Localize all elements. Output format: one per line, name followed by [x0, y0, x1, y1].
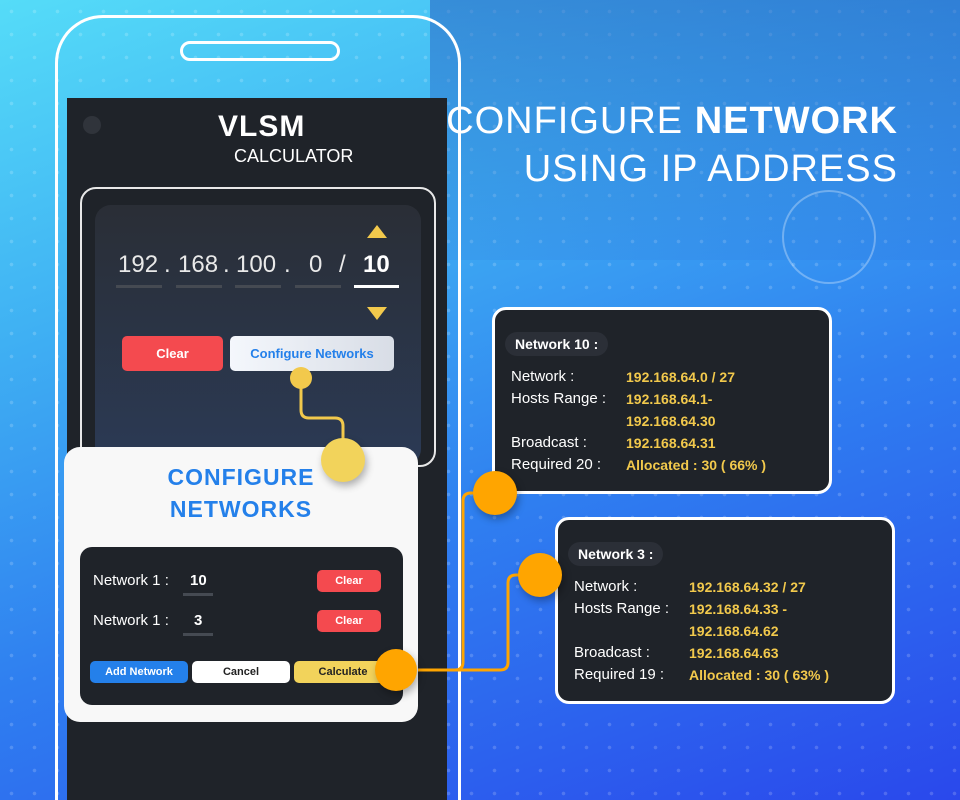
result-title: Network 10 :	[505, 332, 609, 356]
clear-button[interactable]: Clear	[122, 336, 223, 371]
calculate-button[interactable]: Calculate	[294, 661, 392, 683]
headline-line2: USING IP ADDRESS	[523, 148, 898, 190]
allocated-value: Allocated : 30 ( 66% )	[626, 457, 767, 473]
hosts-start: 192.168.64.1-	[626, 391, 713, 407]
headline-bold: NETWORK	[694, 100, 898, 142]
prefix-input[interactable]: 10	[363, 251, 390, 278]
dot-separator: .	[284, 251, 291, 278]
network-row-label: Network 1 :	[93, 612, 169, 629]
hosts-label: Hosts Range :	[511, 390, 607, 407]
headline-line1: CONFIGURE NETWORK	[446, 100, 898, 143]
increment-arrow-icon[interactable]	[367, 225, 387, 238]
underline	[183, 593, 213, 596]
octet-1[interactable]: 192	[118, 251, 159, 278]
result-title: Network 3 :	[568, 542, 664, 566]
network-hosts-input[interactable]: 3	[194, 612, 203, 629]
network-row-label: Network 1 :	[93, 572, 169, 589]
connector-dot	[518, 553, 562, 597]
row-clear-button[interactable]: Clear	[317, 570, 381, 592]
dialog-title-line2: NETWORKS	[169, 496, 313, 522]
input-panel	[95, 205, 421, 465]
dot-separator: .	[223, 251, 230, 278]
app-title: VLSM	[218, 110, 306, 143]
underline	[183, 633, 213, 636]
decor-circle	[782, 190, 876, 284]
result-card-network-10: Network 10 : Network : 192.168.64.0 / 27…	[492, 307, 832, 494]
connector-dot	[473, 471, 517, 515]
underline	[116, 285, 162, 288]
network-value: 192.168.64.0 / 27	[626, 369, 735, 385]
network-hosts-input[interactable]: 10	[190, 572, 207, 589]
connector-dot	[375, 649, 417, 691]
hosts-end: 192.168.64.30	[626, 413, 716, 429]
underline-active	[354, 285, 399, 288]
cancel-button[interactable]: Cancel	[192, 661, 290, 683]
phone-frame	[55, 15, 461, 800]
slash-separator: /	[339, 251, 346, 278]
network-label: Network :	[574, 578, 638, 595]
app-subtitle: CALCULATOR	[234, 146, 354, 166]
result-card-network-3: Network 3 : Network : 192.168.64.32 / 27…	[555, 517, 895, 704]
required-label: Required 20 :	[511, 456, 602, 473]
hosts-label: Hosts Range :	[574, 600, 670, 617]
connector-dot	[321, 438, 365, 482]
network-value: 192.168.64.32 / 27	[689, 579, 806, 595]
octet-2[interactable]: 168	[178, 251, 219, 278]
headline-light: CONFIGURE	[446, 100, 684, 142]
camera-icon	[83, 116, 101, 134]
underline	[176, 285, 222, 288]
broadcast-value: 192.168.64.63	[689, 645, 779, 661]
octet-3[interactable]: 100	[236, 251, 277, 278]
dialog-title-line1: CONFIGURE	[167, 464, 315, 490]
underline	[235, 285, 281, 288]
add-network-button[interactable]: Add Network	[90, 661, 188, 683]
hosts-start: 192.168.64.33 -	[689, 601, 788, 617]
row-clear-button[interactable]: Clear	[317, 610, 381, 632]
decrement-arrow-icon[interactable]	[367, 307, 387, 320]
network-label: Network :	[511, 368, 575, 385]
allocated-value: Allocated : 30 ( 63% )	[689, 667, 830, 683]
required-label: Required 19 :	[574, 666, 665, 683]
octet-4[interactable]: 0	[309, 251, 323, 278]
connector-dot	[290, 367, 312, 389]
broadcast-label: Broadcast :	[511, 434, 587, 451]
dot-separator: .	[164, 251, 171, 278]
configure-networks-button[interactable]: Configure Networks	[230, 336, 394, 371]
phone-speaker	[180, 41, 340, 61]
broadcast-value: 192.168.64.31	[626, 435, 716, 451]
hosts-end: 192.168.64.62	[689, 623, 779, 639]
underline	[295, 285, 341, 288]
broadcast-label: Broadcast :	[574, 644, 650, 661]
